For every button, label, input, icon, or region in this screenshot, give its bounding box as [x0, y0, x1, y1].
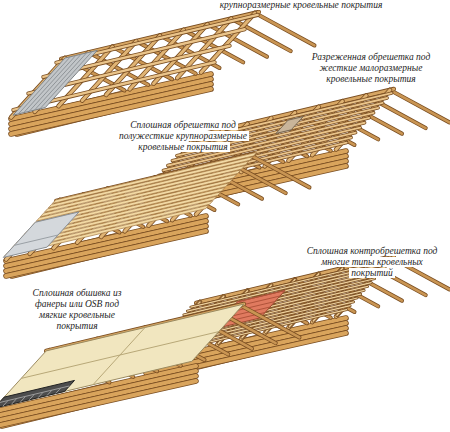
caption-label: Сплошная обрешетка под полужесткие крупн… — [108, 120, 258, 153]
corrugated-sheet — [13, 50, 97, 115]
plywood-seam — [93, 328, 145, 385]
label-text: крупноразмерные кровельные покрытия — [218, 0, 385, 10]
roof-sheet — [3, 212, 79, 258]
label-text: Сплошная обшивка из фанеры или OSB под м… — [31, 288, 124, 331]
board — [52, 152, 257, 203]
tile-sample — [276, 117, 303, 134]
rafter — [255, 13, 314, 45]
caption-label: Разреженная обрешетка под жесткие малора… — [298, 52, 444, 85]
shingle-tab — [0, 386, 70, 403]
shingle-strip — [0, 380, 75, 408]
sheet-wave — [24, 55, 76, 112]
sheet-wave — [18, 57, 70, 114]
board — [44, 161, 249, 212]
label-text: Разреженная обрешетка под жесткие малора… — [310, 52, 433, 84]
sheet-wave — [35, 53, 87, 110]
sheet-wave — [40, 52, 92, 109]
caption-label: Сплошная обшивка из фанеры или OSB под м… — [20, 288, 134, 332]
board — [36, 170, 241, 221]
roof-sheet — [14, 235, 58, 245]
rafter — [390, 90, 449, 122]
rafter — [240, 305, 299, 337]
tile-row — [238, 291, 286, 302]
sheet-wave — [29, 54, 81, 111]
rafter — [250, 155, 309, 187]
caption-label: крупноразмерные кровельные покрытия — [170, 0, 432, 11]
roof-frame — [3, 152, 309, 276]
roof-frame — [0, 304, 299, 426]
rafter — [390, 90, 449, 122]
board — [40, 165, 245, 216]
label-text: Сплошная контробрешетка под многие типы … — [305, 246, 440, 278]
plywood-seam — [21, 332, 219, 379]
label-text: Сплошная обрешетка под полужесткие крупн… — [117, 120, 249, 152]
rafter — [231, 19, 290, 51]
board — [48, 157, 253, 208]
caption-label: Сплошная контробрешетка под многие типы … — [298, 246, 446, 279]
rafter — [250, 155, 309, 187]
rafter — [255, 13, 314, 45]
rafter — [240, 305, 299, 337]
roof-frame — [11, 12, 314, 134]
rafter — [231, 19, 290, 51]
